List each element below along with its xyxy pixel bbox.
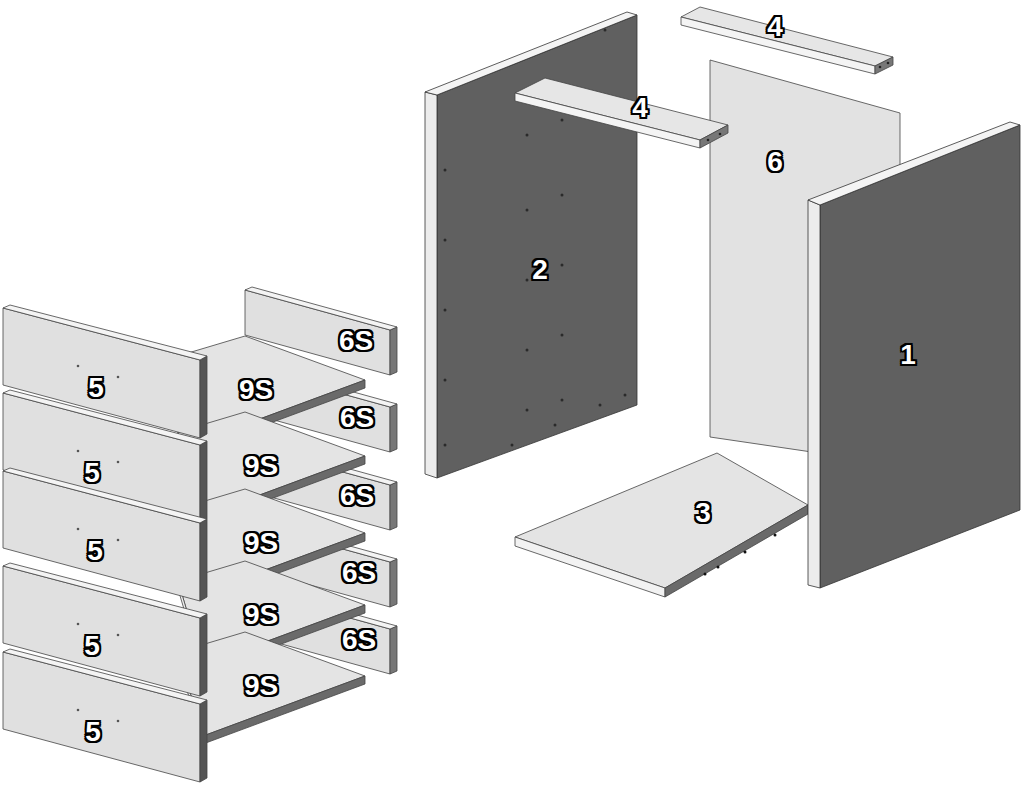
top-rail — [681, 7, 893, 74]
part-number: 6S — [342, 626, 376, 654]
drawer-front — [3, 649, 207, 782]
part-number: 9S — [244, 601, 278, 629]
part-number: 6 — [767, 148, 783, 176]
part-number: 5 — [88, 374, 104, 402]
side-panel — [808, 122, 1020, 588]
part-number: 4 — [632, 94, 648, 122]
part-number: 3 — [695, 499, 711, 527]
part-number: 1 — [900, 341, 916, 369]
part-number: 6S — [339, 327, 373, 355]
part-number: 9S — [244, 672, 278, 700]
top-rail — [515, 78, 728, 148]
part-number: 5 — [87, 537, 103, 565]
side-panel — [425, 12, 637, 478]
part-number: 9S — [239, 376, 273, 404]
part-number: 6S — [340, 404, 374, 432]
part-number: 5 — [84, 459, 100, 487]
part-number: 5 — [85, 718, 101, 746]
part-number: 9S — [244, 452, 278, 480]
part-number: 5 — [84, 632, 100, 660]
part-number: 6S — [342, 559, 376, 587]
part-number: 9S — [244, 529, 278, 557]
part-number: 4 — [767, 13, 783, 41]
part-number: 6S — [340, 482, 374, 510]
part-number: 2 — [532, 256, 548, 284]
bottom-panel — [515, 453, 808, 597]
